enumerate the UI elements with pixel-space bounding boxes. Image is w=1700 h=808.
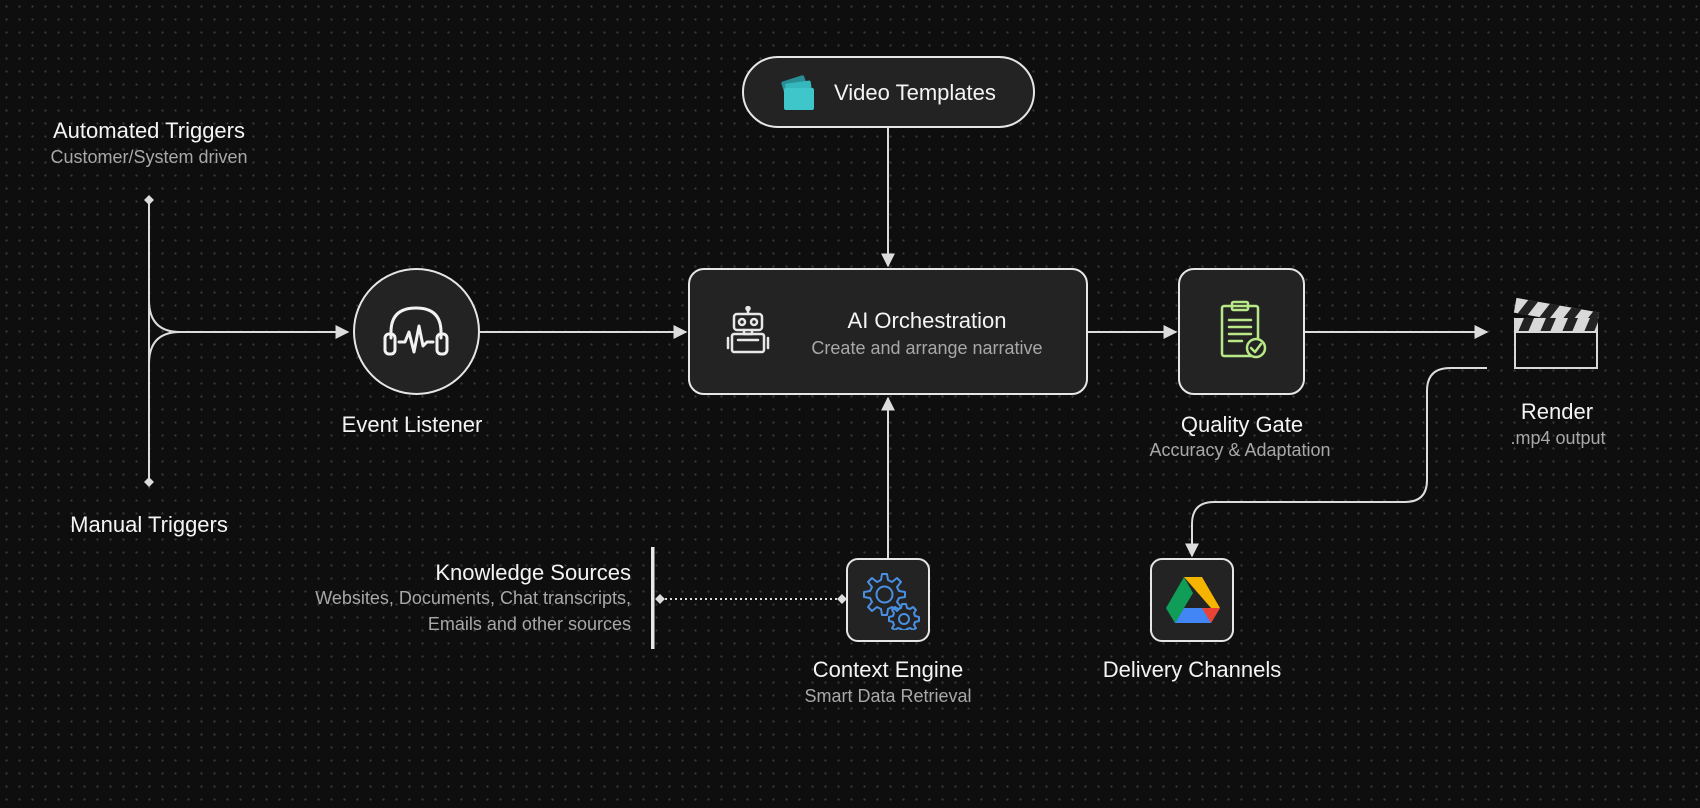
video-templates-node[interactable]: Video Templates	[742, 56, 1035, 128]
quality-gate-title: Quality Gate	[1180, 412, 1304, 437]
trigger-merge-curve-bottom	[148, 331, 181, 365]
knowledge-dot-left	[655, 594, 665, 604]
render-title: Render	[1520, 399, 1594, 424]
delivery-channels-title: Delivery Channels	[1102, 657, 1282, 682]
event-listener-node[interactable]	[353, 268, 480, 395]
trigger-bottom-diamond	[144, 477, 154, 487]
context-engine-subtitle: Smart Data Retrieval	[804, 686, 972, 706]
google-drive-icon	[1166, 577, 1220, 623]
delivery-channels-node[interactable]	[1150, 558, 1234, 642]
quality-gate-subtitle: Accuracy & Adaptation	[1149, 440, 1331, 460]
event-listener-title: Event Listener	[341, 412, 483, 437]
template-cards-icon	[781, 75, 814, 110]
manual-triggers-title: Manual Triggers	[70, 512, 228, 537]
knowledge-sources-line-1: Websites, Documents, Chat transcripts,	[315, 588, 631, 608]
automated-triggers-subtitle: Customer/System driven	[50, 147, 248, 167]
context-engine-title: Context Engine	[812, 657, 964, 682]
context-engine-node[interactable]	[846, 558, 930, 642]
automated-triggers-title: Automated Triggers	[53, 118, 245, 143]
knowledge-sources-title: Knowledge Sources	[435, 560, 631, 585]
gears-icon	[863, 573, 920, 630]
knowledge-dot-right	[837, 594, 847, 604]
ai-orchestration-node[interactable]: AI Orchestration Create and arrange narr…	[688, 268, 1088, 395]
ai-orchestration-subtitle: Create and arrange narrative	[811, 338, 1043, 358]
render-subtitle: .mp4 output	[1510, 428, 1606, 448]
knowledge-sources-line-2: Emails and other sources	[427, 614, 631, 634]
ai-orchestration-title: AI Orchestration	[847, 308, 1007, 333]
clipboard-check-icon	[1220, 300, 1267, 359]
trigger-merge-curve-top	[148, 299, 181, 333]
knowledge-bracket-bar	[651, 547, 655, 649]
headphones-waveform-icon	[383, 306, 449, 356]
clapperboard-icon[interactable]	[1510, 286, 1602, 382]
render-to-delivery-arrow	[1185, 367, 1487, 558]
trigger-top-diamond	[144, 195, 154, 205]
video-templates-title: Video Templates	[834, 80, 996, 105]
robot-icon	[726, 306, 770, 354]
quality-gate-node[interactable]	[1178, 268, 1305, 395]
